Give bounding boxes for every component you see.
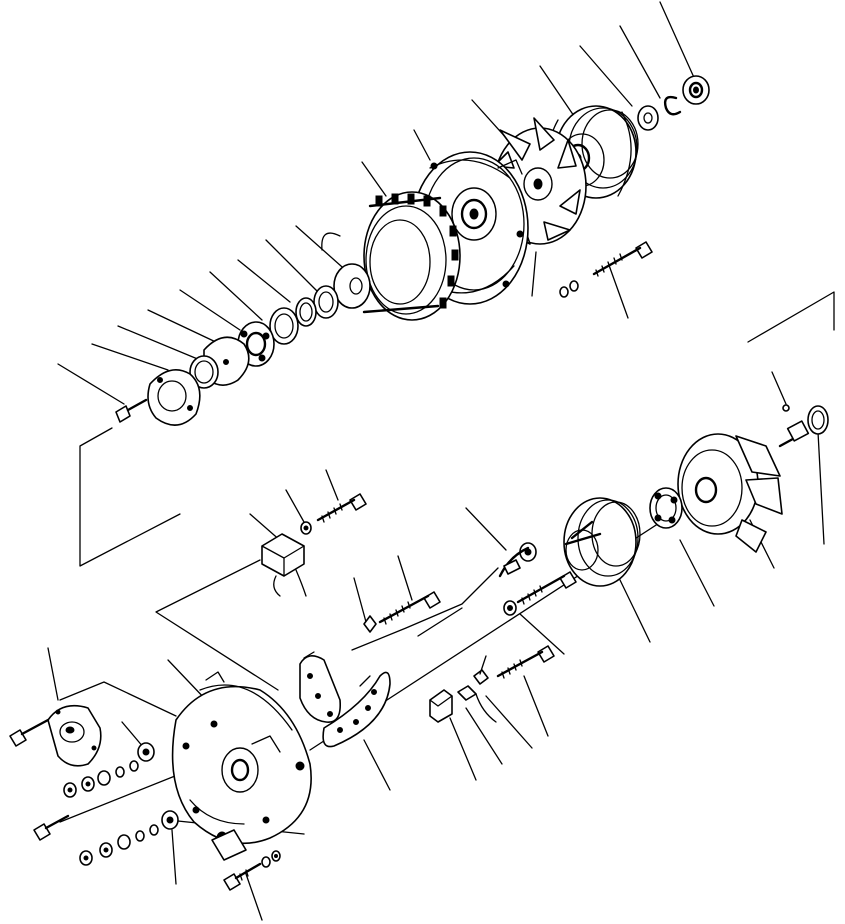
axis-upper (417, 607, 463, 637)
leader-18 (325, 469, 339, 501)
leader-26 (679, 539, 715, 607)
lock-ring-icon (663, 95, 682, 116)
leader-07 (361, 161, 387, 197)
regulator-screw-icon (316, 493, 367, 523)
leader-29 (771, 371, 787, 405)
leader-11 (209, 271, 263, 321)
heat-sink-plate-icon (322, 671, 391, 748)
terminal-clip-icon (503, 559, 521, 575)
group-bracket-right (747, 291, 835, 343)
leader-16 (57, 363, 125, 405)
woodruff-key-icon (782, 404, 790, 412)
capacitor-clip-icon (473, 655, 489, 685)
bearing-stack (115, 263, 371, 426)
nut-axis-right (531, 251, 537, 297)
leader-31 (485, 695, 533, 749)
cover-screw-icon (9, 718, 50, 747)
brush-holder-group (299, 651, 497, 748)
leader-02 (619, 25, 661, 99)
stator-icon (321, 191, 461, 321)
rear-cover-icon (47, 704, 102, 767)
leader-39 (245, 873, 263, 921)
terminal-bolt-icon (496, 645, 555, 679)
group-bracket-left (79, 427, 181, 567)
retaining-ring-icon (295, 297, 317, 327)
pulley-washer-icon (637, 105, 659, 131)
leader-21 (465, 507, 507, 551)
leader-30 (523, 675, 549, 737)
rotor-claw-pole-icon (677, 420, 810, 553)
callout-leaders (47, 1, 825, 921)
pulley-nut-icon (682, 75, 710, 105)
rotor-bearing-icon (649, 487, 683, 529)
terminal-hardware-upper (63, 742, 155, 798)
terminal-hardware-lower (79, 810, 179, 866)
leader-14 (117, 325, 201, 361)
terminal-stud-icon (33, 814, 70, 841)
regulator-screw-group (261, 493, 367, 597)
seal-ring-icon (269, 307, 299, 345)
terminal-wire-icon (498, 546, 530, 578)
o-ring-icon (189, 355, 219, 389)
diode-icon (457, 685, 497, 723)
mount-bolt-icon (223, 850, 281, 891)
leader-25 (619, 579, 651, 643)
leader-23 (353, 577, 367, 623)
leader-19 (285, 489, 305, 523)
leader-24 (519, 613, 565, 655)
leader-08 (295, 225, 351, 275)
leader-12 (179, 289, 241, 331)
leader-38 (171, 829, 177, 885)
diode-bracket-icon (429, 689, 453, 723)
leader-32 (465, 707, 503, 765)
leader-01 (659, 1, 697, 83)
leader-35 (47, 647, 59, 701)
leader-17 (609, 267, 629, 319)
retainer-screw-icon (115, 398, 148, 423)
bolt-axis-lower (59, 769, 191, 823)
slip-ring-pulley-icon (563, 497, 641, 587)
leader-15 (91, 343, 169, 371)
leader-10 (237, 259, 291, 303)
rotor-group (563, 404, 829, 587)
lock-washer-icon (300, 521, 312, 535)
voltage-regulator-icon (261, 533, 307, 597)
mid-fastener-group (363, 542, 577, 679)
leader-13 (147, 309, 221, 345)
through-bolt-upper-icon (559, 241, 653, 298)
long-through-bolt-icon (378, 591, 441, 625)
leader-37 (121, 721, 145, 749)
ball-bearing-icon (313, 285, 339, 319)
leader-03 (579, 45, 633, 107)
axis-bracket-mid (351, 567, 499, 651)
leader-34 (363, 739, 391, 791)
leader-33 (449, 717, 477, 781)
leader-06 (413, 129, 431, 161)
leader-09 (265, 239, 319, 293)
brush-bolt-icon (503, 571, 577, 616)
leader-22 (397, 555, 413, 601)
bearing-retainer-plate-icon (147, 368, 201, 426)
spacer-washer-icon (333, 263, 371, 309)
bolt-washer-icon (363, 615, 377, 633)
leader-28 (817, 431, 825, 545)
rectifier-plate-icon (299, 651, 342, 723)
slip-ring-end-washer-icon (807, 405, 829, 435)
cover-bracket (59, 681, 177, 717)
rear-housing-icon (171, 671, 312, 861)
leader-04 (539, 65, 575, 117)
brush-group-bracket (155, 559, 279, 691)
